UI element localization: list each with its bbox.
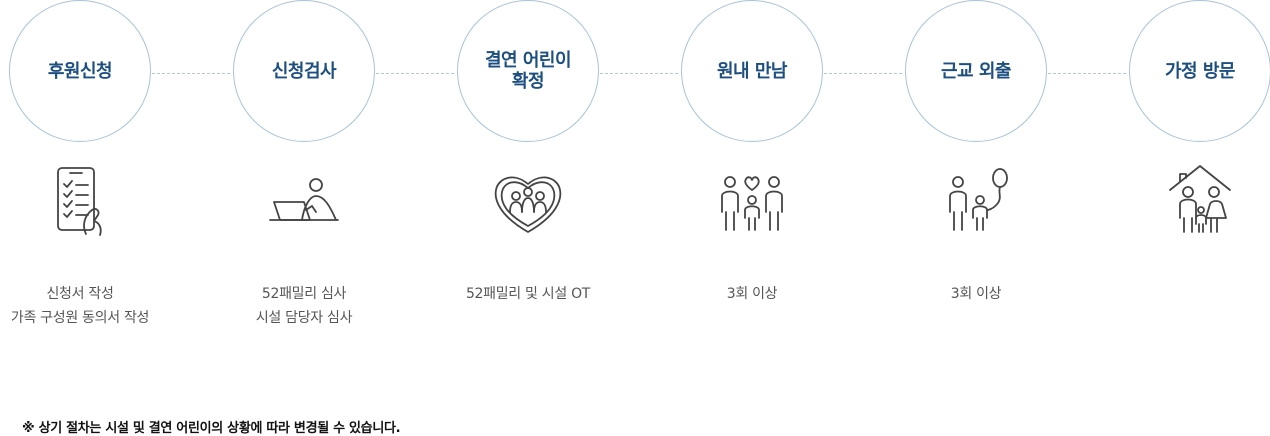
smartphone-checklist-icon bbox=[30, 160, 130, 250]
step-description-4: 3회 이상 bbox=[622, 282, 882, 306]
step-title: 근교 외출 bbox=[940, 60, 1012, 82]
connector-line bbox=[1048, 73, 1126, 74]
desc-line: 시설 담당자 심사 bbox=[255, 310, 353, 326]
step-title: 후원신청 bbox=[47, 60, 113, 82]
step-title: 신청검사 bbox=[271, 60, 337, 82]
step-title: 원내 만남 bbox=[716, 60, 788, 82]
step-description-5: 3회 이상 bbox=[846, 282, 1106, 306]
step-title: 가정 방문 bbox=[1164, 60, 1236, 82]
connector-line bbox=[376, 73, 454, 74]
parent-child-balloon-icon bbox=[926, 160, 1026, 250]
connector-line bbox=[152, 73, 230, 74]
family-heart-icon bbox=[702, 160, 802, 250]
person-laptop-icon bbox=[254, 160, 354, 250]
desc-line: 가족 구성원 동의서 작성 bbox=[10, 310, 150, 326]
step-description-1: 신청서 작성 가족 구성원 동의서 작성 bbox=[0, 282, 210, 330]
step-circle-1: 후원신청 bbox=[9, 0, 151, 142]
desc-line: 52패밀리 심사 bbox=[261, 286, 347, 302]
desc-line: 52패밀리 및 시설 OT bbox=[465, 286, 591, 302]
house-family-icon bbox=[1150, 160, 1250, 250]
footnote: ※ 상기 절차는 시설 및 결연 어린이의 상황에 따라 변경될 수 있습니다. bbox=[22, 421, 401, 436]
desc-line: 3회 이상 bbox=[950, 286, 1002, 302]
step-description-3: 52패밀리 및 시설 OT bbox=[398, 282, 658, 306]
connector-line bbox=[824, 73, 902, 74]
step-circle-6: 가정 방문 bbox=[1129, 0, 1270, 142]
step-circle-3: 결연 어린이 확정 bbox=[457, 0, 599, 142]
desc-line: 3회 이상 bbox=[726, 286, 778, 302]
step-circle-2: 신청검사 bbox=[233, 0, 375, 142]
heart-group-icon bbox=[478, 160, 578, 250]
desc-line: 신청서 작성 bbox=[46, 286, 114, 302]
step-title: 결연 어린이 확정 bbox=[484, 50, 572, 92]
step-description-2: 52패밀리 심사 시설 담당자 심사 bbox=[174, 282, 434, 330]
connector-line bbox=[600, 73, 678, 74]
step-circle-5: 근교 외출 bbox=[905, 0, 1047, 142]
step-circle-4: 원내 만남 bbox=[681, 0, 823, 142]
